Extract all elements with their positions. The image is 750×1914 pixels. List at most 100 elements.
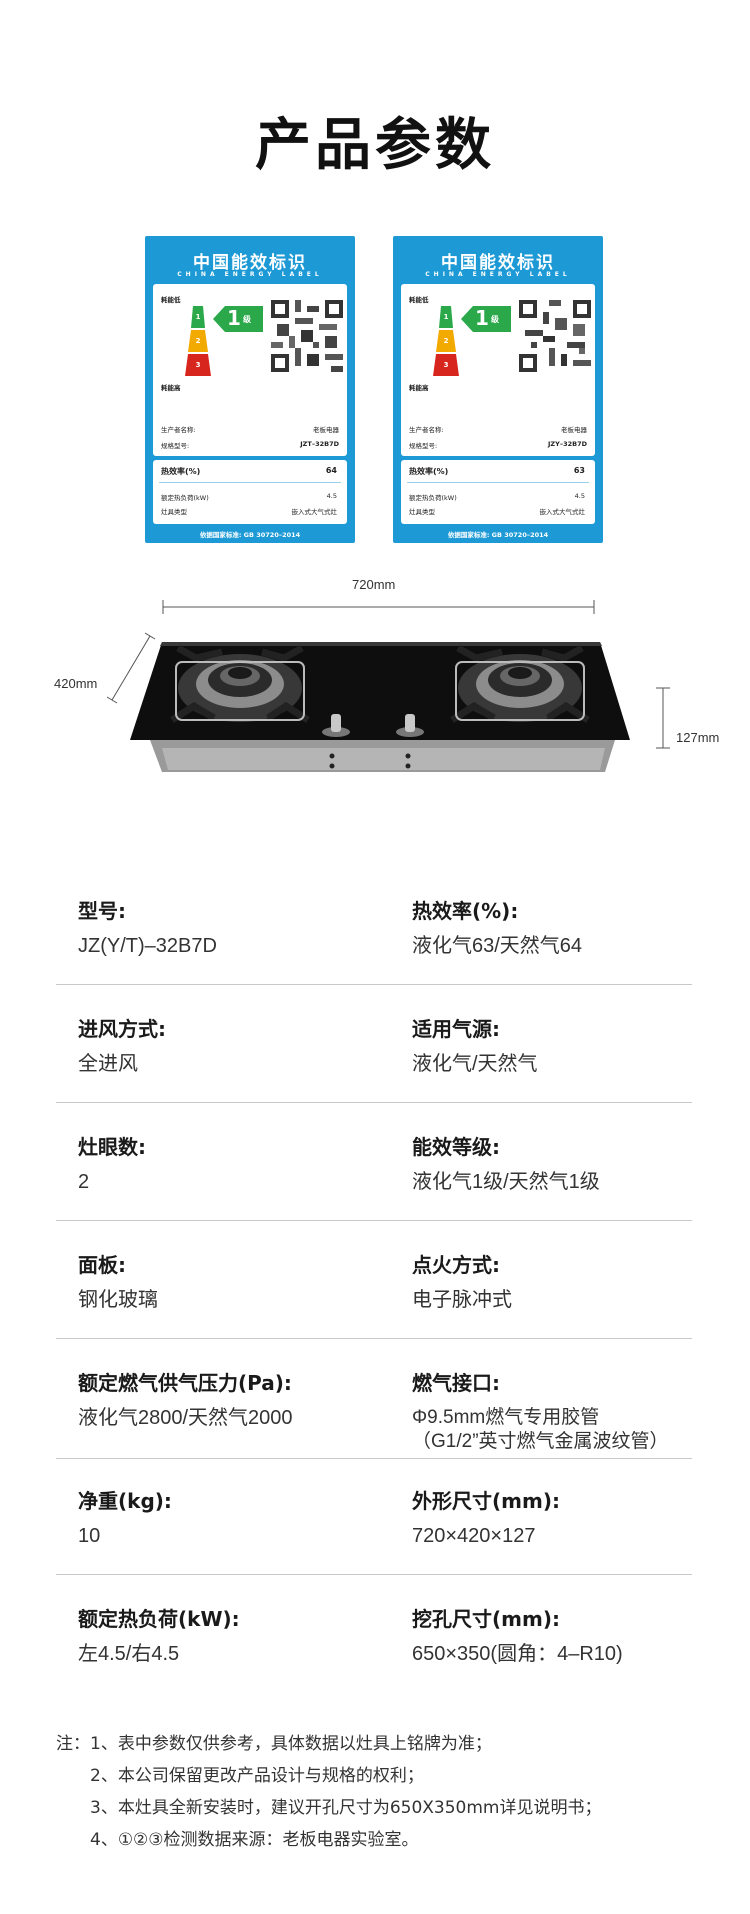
model-value: JZT–32B7D [300,440,339,448]
energy-label-data-panel: 热效率(%) 64 额定热负荷(kW) 4.5 灶具类型 嵌入式大气式灶 [153,460,347,524]
spec-label: 热效率(%): [412,899,519,923]
spec-value: 10 [78,1525,101,1547]
level-2-number: 2 [443,337,449,345]
spec-label: 进风方式: [78,1017,166,1041]
energy-label-grade-panel: 耗能低 1 2 3 耗能高 1 级 [401,284,595,456]
depth-dimension-label: 420mm [54,676,98,691]
spec-value: 液化气63/天然气64 [412,935,583,957]
spec-label: 燃气接口: [412,1371,500,1395]
spec-value: 全进风 [78,1053,138,1075]
spec-row-1: 型号: JZ(Y/T)–32B7D 热效率(%): 液化气63/天然气64 [56,890,692,985]
high-consumption-label: 耗能高 [409,384,429,392]
energy-label-standard: 依据国家标准: GB 30720–2014 [199,531,301,539]
load-value: 4.5 [574,492,585,500]
efficiency-value: 64 [325,466,337,475]
energy-label-title: 中国能效标识 [441,253,555,273]
qr-code-icon [519,298,591,374]
width-dimension-label: 720mm [352,577,396,592]
page-title: 产品参数 [255,113,495,178]
level-3-number: 3 [195,361,201,369]
height-dimension-label: 127mm [676,730,720,745]
spec-value: 720×420×127 [412,1525,536,1547]
spec-row-2: 进风方式: 全进风 适用气源: 液化气/天然气 [56,1008,692,1103]
spec-value: 液化气2800/天然气2000 [78,1407,293,1429]
note-line: 3、本灶具全新安装时，建议开孔尺寸为650X350mm详见说明书； [90,1798,602,1818]
spec-label: 灶眼数: [78,1135,146,1159]
spec-label: 能效等级: [412,1135,500,1159]
low-consumption-label: 耗能低 [409,296,429,304]
type-label: 灶具类型 [409,508,435,516]
level-2-bar: 2 [183,330,213,352]
producer-value: 老板电器 [313,426,339,434]
model-value: JZY–32B7D [547,440,587,448]
producer-label: 生产者名称: [161,426,196,434]
note-line: 2、本公司保留更改产品设计与规格的权利； [90,1766,424,1786]
spec-value: 电子脉冲式 [412,1289,512,1311]
high-consumption-label: 耗能高 [161,384,181,392]
spec-row-6: 净重(kg): 10 外形尺寸(mm): 720×420×127 [56,1480,692,1575]
spec-label: 挖孔尺寸(mm): [412,1607,560,1631]
level-1-bar: 1 [183,306,213,328]
energy-label-standard: 依据国家标准: GB 30720–2014 [447,531,549,539]
spec-label: 点火方式: [412,1253,500,1277]
spec-label: 额定燃气供气压力(Pa): [78,1371,292,1395]
efficiency-label: 热效率(%) [161,467,201,476]
energy-label-1: 中国能效标识 CHINA ENERGY LABEL 耗能低 1 2 3 耗能高 … [145,236,355,543]
spec-value: 左4.5/右4.5 [78,1643,180,1665]
load-value: 4.5 [326,492,337,500]
spec-value: 液化气/天然气 [412,1053,538,1075]
energy-label-subtitle: CHINA ENERGY LABEL [425,271,571,278]
model-label: 规格型号: [409,442,438,450]
spec-label: 额定热负荷(kW): [78,1607,240,1631]
level-3-bar: 3 [183,354,213,376]
spec-row-5: 额定燃气供气压力(Pa): 液化气2800/天然气2000 燃气接口: Φ9.5… [56,1362,692,1459]
grade-arrow: 1 级 [213,304,263,334]
efficiency-label: 热效率(%) [409,467,449,476]
energy-label-grade-panel: 耗能低 1 2 3 耗能高 1 级 [153,284,347,456]
note-line: 4、①②③检测数据来源：老板电器实验室。 [90,1830,419,1850]
level-1-bar: 1 [431,306,461,328]
producer-label: 生产者名称: [409,426,444,434]
spec-value: 钢化玻璃 [78,1289,158,1311]
spec-row-7: 额定热负荷(kW): 左4.5/右4.5 挖孔尺寸(mm): 650×350(圆… [56,1598,692,1693]
spec-label: 净重(kg): [78,1489,172,1513]
spec-value: JZ(Y/T)–32B7D [78,935,217,957]
energy-label-data-panel: 热效率(%) 63 额定热负荷(kW) 4.5 灶具类型 嵌入式大气式灶 [401,460,595,524]
grade-arrow: 1 级 [461,304,511,334]
spec-value: Φ9.5mm燃气专用胶管 （G1/2”英寸燃气金属波纹管） [412,1407,669,1452]
level-3-bar: 3 [431,354,461,376]
grade-suffix: 级 [491,315,499,324]
stove-drawing [106,600,670,772]
level-1-number: 1 [195,313,201,321]
note-line: 注：1、表中参数仅供参考，具体数据以灶具上铭牌为准； [56,1734,492,1754]
grade-suffix: 级 [243,315,251,324]
level-2-number: 2 [195,337,201,345]
efficiency-value: 63 [573,466,585,475]
producer-value: 老板电器 [561,426,587,434]
spec-label: 适用气源: [412,1017,500,1041]
type-label: 灶具类型 [161,508,187,516]
energy-label-title: 中国能效标识 [193,253,307,273]
level-1-number: 1 [443,313,449,321]
spec-value: 650×350(圆角：4–R10) [412,1643,623,1665]
notes-section: 注：1、表中参数仅供参考，具体数据以灶具上铭牌为准； 2、本公司保留更改产品设计… [56,1728,716,1856]
level-3-number: 3 [443,361,449,369]
low-consumption-label: 耗能低 [161,296,181,304]
load-label: 额定热负荷(kW) [409,494,457,502]
grade-number: 1 [475,306,489,330]
spec-label: 型号: [78,899,126,923]
spec-value: 2 [78,1171,90,1193]
spec-label: 面板: [78,1253,126,1277]
spec-label: 外形尺寸(mm): [412,1489,560,1513]
level-2-bar: 2 [431,330,461,352]
spec-row-3: 灶眼数: 2 能效等级: 液化气1级/天然气1级 [56,1126,692,1221]
grade-number: 1 [227,306,241,330]
type-value: 嵌入式大气式灶 [291,508,338,516]
energy-label-2: 中国能效标识 CHINA ENERGY LABEL 耗能低 1 2 3 耗能高 … [393,236,603,543]
spec-row-4: 面板: 钢化玻璃 点火方式: 电子脉冲式 [56,1244,692,1339]
energy-label-subtitle: CHINA ENERGY LABEL [177,271,323,278]
load-label: 额定热负荷(kW) [161,494,209,502]
model-label: 规格型号: [161,442,190,450]
qr-code-icon [271,298,343,374]
type-value: 嵌入式大气式灶 [539,508,586,516]
